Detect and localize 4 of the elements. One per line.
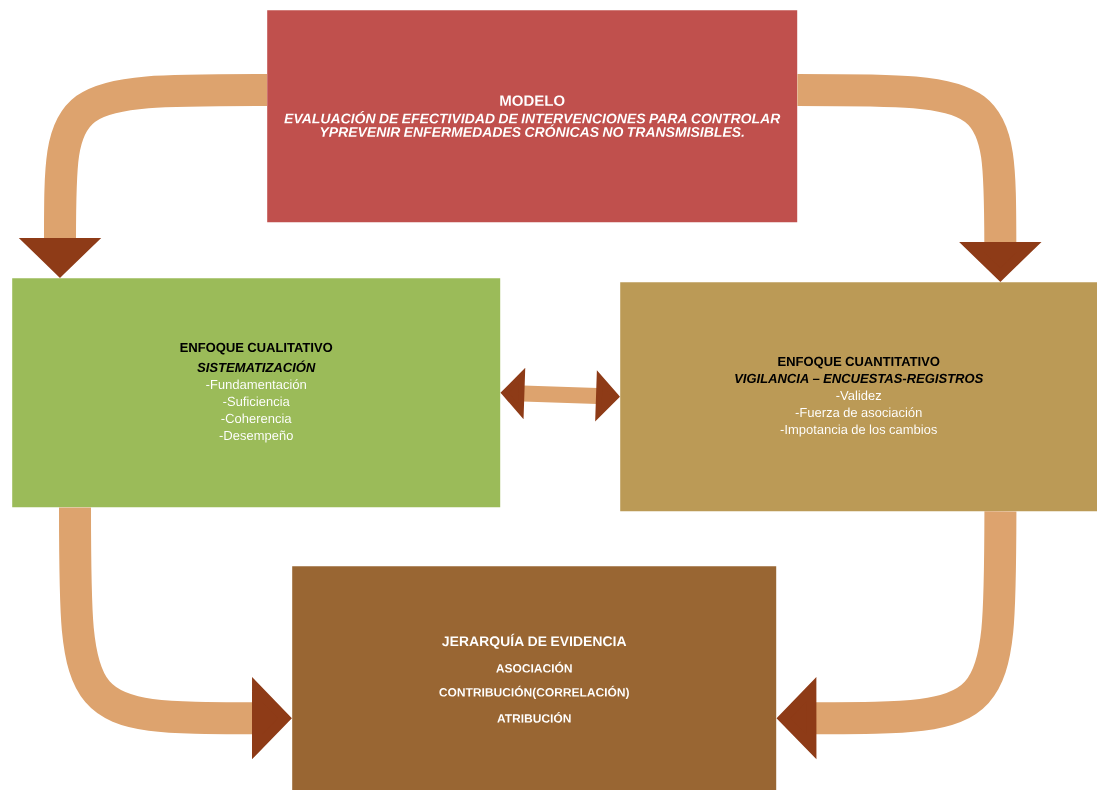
text-box: MODELO EVALUACIÓN DE EFECTIVIDAD DE INTERVENCIONES PARA CONTROLAR YPREVENIR ENFERMEDADES CRÓNICAS NO TRANSMISIBLES.	[267, 10, 798, 223]
text-box: JERARQUÍA DE EVIDENCIA ASOCIACIÓN CONTRIBUCIÓN(CORRELACIÓN) ATRIBUCIÓN	[292, 566, 777, 790]
text-box: ENFOQUE CUANTITATIVO VIGILANCIA – ENCUESTAS-REGISTROS -Validez -Fuerza de asociación -Impotancia de los cambios	[620, 282, 1097, 512]
text-box: ENFOQUE CUALITATIVO SISTEMATIZACIÓN -Fundamentación -Suficiencia -Coherencia -Desempeño	[12, 278, 501, 508]
